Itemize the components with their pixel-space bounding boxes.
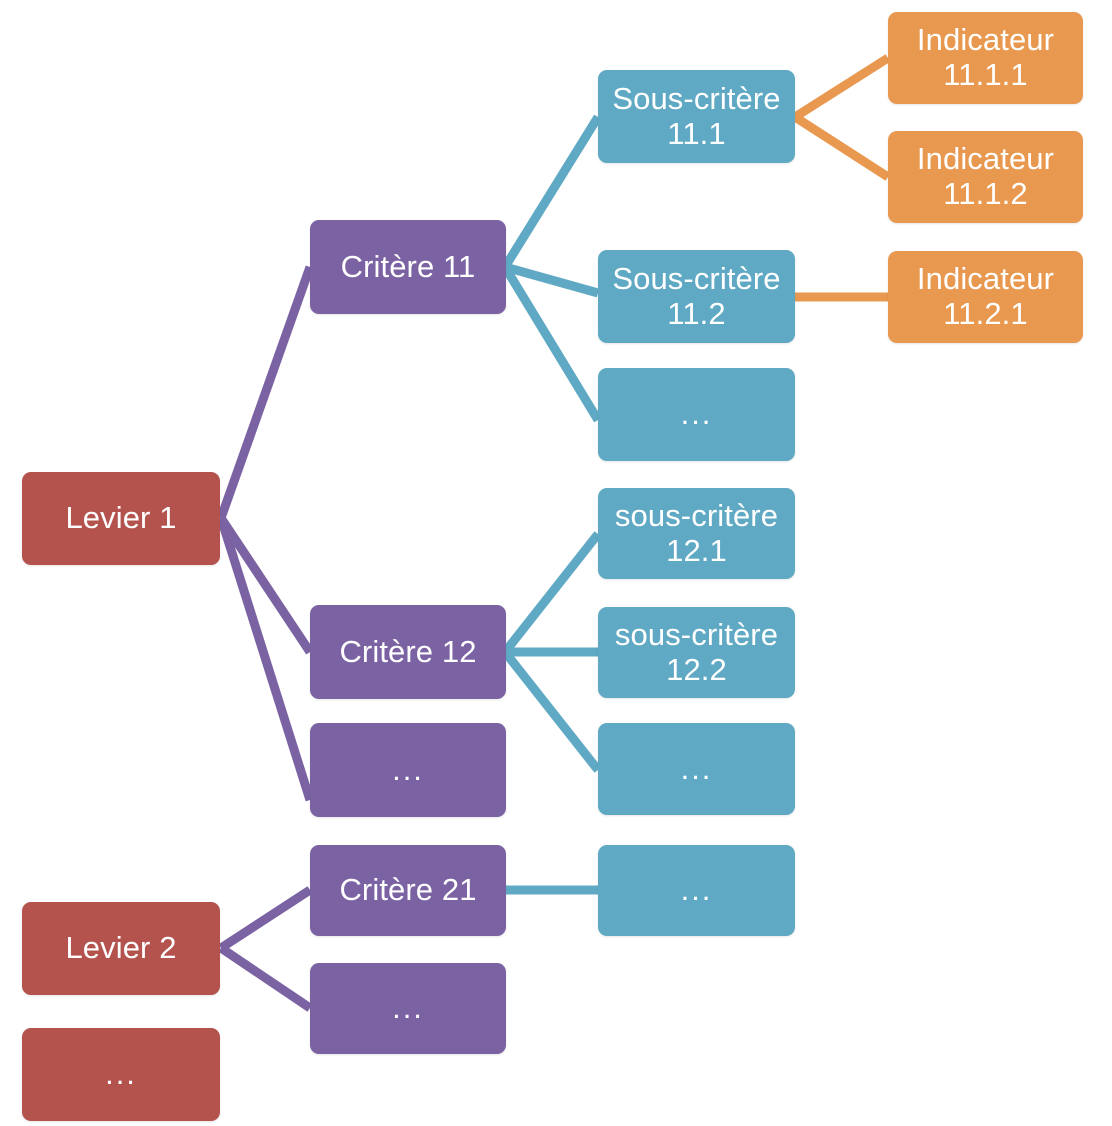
node-label: Critère 12 [339, 633, 477, 669]
node-levier-1[interactable]: Levier 1 [22, 472, 220, 565]
edge-levier1-critere11 [216, 265, 315, 520]
node-label: Levier 2 [65, 930, 177, 966]
node-label: Levier 1 [65, 500, 177, 536]
edge-group-levier2 [218, 886, 313, 1012]
node-label: Critère 21 [339, 872, 477, 908]
edge-group-levier1 [216, 265, 315, 802]
edge-critere12-sous12more [501, 649, 602, 773]
node-sous-critere-12-more[interactable]: ... [598, 723, 795, 815]
node-label: ... [680, 872, 713, 908]
edge-sous111-indic1111 [792, 54, 891, 121]
edge-critere11-sous111 [501, 114, 602, 270]
node-critere-11[interactable]: Critère 11 [310, 220, 506, 314]
node-levier-2[interactable]: Levier 2 [22, 902, 220, 995]
node-label-line2: 12.2 [666, 651, 727, 687]
edge-group-sous111 [792, 54, 891, 181]
node-label-line1: Indicateur [916, 261, 1055, 297]
edge-levier1-critere1more [216, 516, 315, 802]
node-label-line2: 11.1.1 [943, 57, 1028, 92]
node-label-line1: sous-critère [614, 616, 779, 652]
edge-sous111-indic1112 [792, 113, 891, 181]
edge-critere11-sous11more [501, 264, 602, 423]
node-label: ... [680, 750, 713, 786]
node-label-line1: Indicateur [916, 141, 1055, 177]
node-label-line1: Sous-critère [612, 80, 781, 116]
node-critere-21[interactable]: Critère 21 [310, 845, 506, 936]
node-critere-1-more[interactable]: ... [310, 723, 506, 817]
node-sous-critere-21-more[interactable]: ... [598, 845, 795, 936]
node-sous-critere-11-more[interactable]: ... [598, 368, 795, 461]
edge-levier1-critere12 [217, 515, 314, 655]
node-label-line1: Sous-critère [612, 260, 781, 296]
node-label-line2: 11.1 [667, 115, 726, 151]
node-critere-2-more[interactable]: ... [310, 963, 506, 1054]
edge-levier2-critere2more [218, 944, 313, 1012]
edge-group-critere11 [501, 114, 602, 423]
node-label-line1: sous-critère [614, 497, 779, 533]
node-label-line2: 11.1.2 [943, 176, 1028, 211]
node-label: ... [680, 396, 713, 432]
node-label-line1: Indicateur [916, 22, 1055, 58]
node-label: Critère 11 [340, 248, 476, 284]
node-label: ... [105, 1056, 137, 1092]
node-label-line2: 11.2 [667, 295, 726, 331]
edge-levier2-critere21 [218, 886, 313, 952]
node-levier-more[interactable]: ... [22, 1028, 220, 1121]
node-label: ... [392, 751, 424, 787]
edge-group-critere12 [501, 531, 602, 773]
node-label-line2: 12.1 [666, 532, 727, 568]
node-label: ... [392, 990, 424, 1026]
edge-critere11-sous112 [503, 262, 600, 298]
edge-critere12-sous121 [501, 531, 602, 655]
node-label-line2: 11.2.1 [943, 296, 1028, 331]
node-critere-12[interactable]: Critère 12 [310, 605, 506, 699]
